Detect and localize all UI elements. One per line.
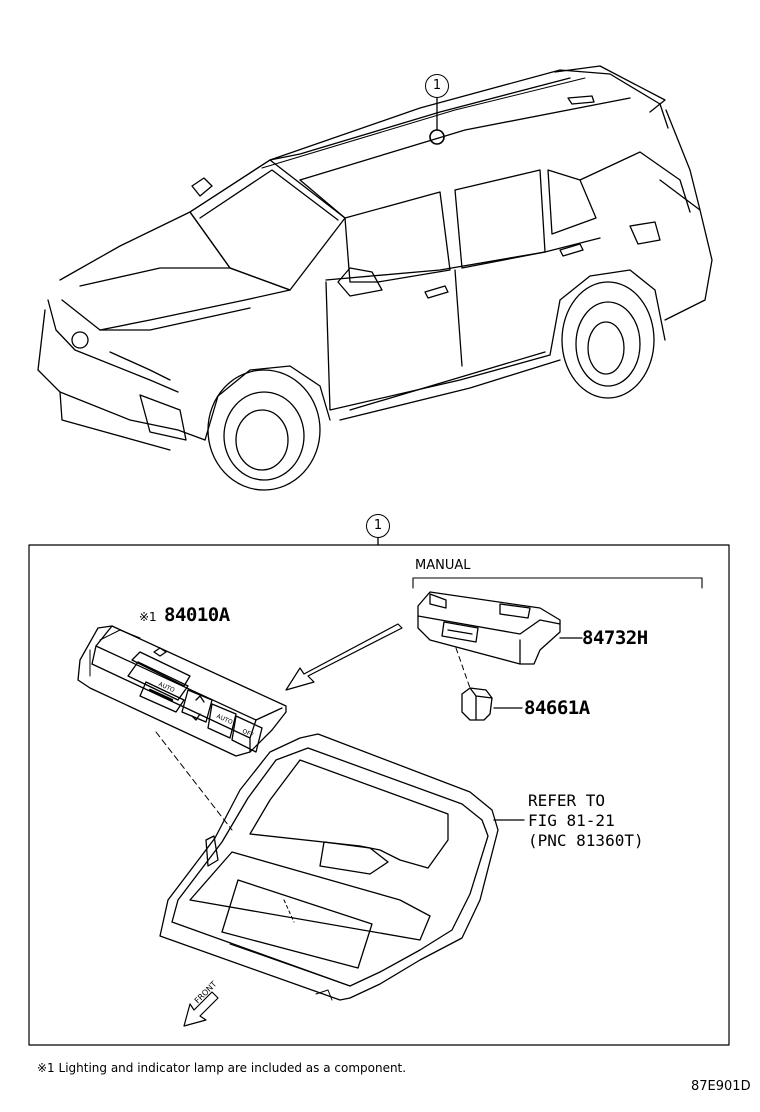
bulb-84661a bbox=[455, 647, 523, 721]
manual-bracket bbox=[412, 577, 703, 589]
refer-line-3: (PNC 81360T) bbox=[528, 831, 644, 850]
parts-box-frame bbox=[28, 544, 730, 1046]
footnote: ※1 Lighting and indicator lamp are inclu… bbox=[37, 1061, 407, 1075]
overhead-console-bezel bbox=[159, 733, 499, 1001]
roof-console-location-marker bbox=[429, 129, 445, 145]
vehicle-illustration bbox=[37, 65, 713, 491]
part-number-84732h: 84732H bbox=[582, 627, 648, 649]
part-number-84010a: 84010A bbox=[164, 604, 230, 626]
switch-install-leader bbox=[155, 731, 233, 831]
figure-id: 87E901D bbox=[691, 1079, 751, 1094]
manual-label: MANUAL bbox=[415, 558, 471, 573]
refer-line-1: REFER TO bbox=[528, 791, 606, 810]
refer-line-2: FIG 81-21 bbox=[528, 811, 615, 830]
callout-top: 1 bbox=[425, 74, 449, 98]
front-arrow bbox=[183, 991, 219, 1027]
lamp-holder-84732h bbox=[417, 591, 583, 665]
install-arrow bbox=[285, 623, 403, 691]
callout-box: 1 bbox=[366, 514, 390, 538]
switch-assembly-84010a bbox=[77, 625, 287, 757]
switch-note-mark: ※1 bbox=[139, 610, 157, 624]
part-number-84661a: 84661A bbox=[524, 697, 590, 719]
